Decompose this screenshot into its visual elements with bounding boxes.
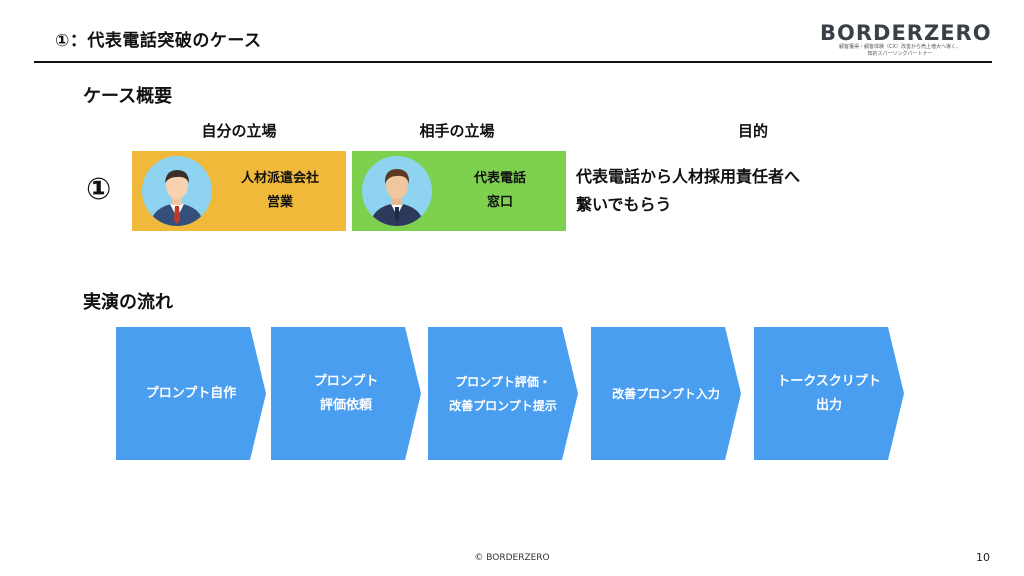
logo-wordmark: BORDERZERO [820,21,992,45]
flow-step-2-label: プロンプト評価依頼 [313,373,379,413]
purpose-text: 代表電話から人材採用責任者へ 繋いでもらう [576,163,876,219]
self-position-header: 自分の立場 [201,122,277,140]
flow-step-1: プロンプト自作 [116,327,266,460]
self-role-text: 人材派遣会社 営業 [220,151,340,231]
salesperson-avatar-icon [142,156,212,226]
receptionist-avatar-icon [362,156,432,226]
other-role-box: 代表電話 窓口 [352,151,566,231]
case-overview-heading: ケース概要 [83,86,173,107]
other-role-line1: 代表電話 [473,171,526,186]
logo-tagline-2: 知的スパーリングパートナー [867,51,933,57]
flow-step-4-label: 改善プロンプト入力 [612,386,720,401]
borderzero-logo: BORDERZERO 顧客獲得・顧客体験（CX）改善から売上増大へ導く、 知的ス… [820,21,992,58]
logo-tagline-1: 顧客獲得・顧客体験（CX）改善から売上増大へ導く、 [839,44,961,50]
self-role-box: 人材派遣会社 営業 [132,151,346,231]
flow-step-3: プロンプト評価・改善プロンプト提示 [428,327,578,460]
flow-step-5: トークスクリプト出力 [754,327,904,460]
slide-title: ①：代表電話突破のケース [55,31,262,51]
self-role-line2: 営業 [266,195,293,210]
flow-step-5-label: トークスクリプト出力 [777,373,881,413]
flow-heading: 実演の流れ [83,292,173,313]
flow-step-3-label: プロンプト評価・改善プロンプト提示 [449,374,557,413]
flow-step-1-label: プロンプト自作 [145,385,237,401]
case-number: ① [86,172,112,207]
footer-copyright: © BORDERZERO [474,553,550,563]
purpose-line2: 繋いでもらう [576,195,672,214]
other-role-text: 代表電話 窓口 [440,151,560,231]
purpose-header: 目的 [737,122,768,140]
page-number: 10 [976,551,990,564]
title-divider [34,61,992,63]
flow-step-4: 改善プロンプト入力 [591,327,741,460]
flow-step-2: プロンプト評価依頼 [271,327,421,460]
other-position-header: 相手の立場 [419,122,495,140]
other-role-line2: 窓口 [486,195,513,210]
purpose-line1: 代表電話から人材採用責任者へ [576,167,801,186]
self-role-line1: 人材派遣会社 [240,171,319,186]
